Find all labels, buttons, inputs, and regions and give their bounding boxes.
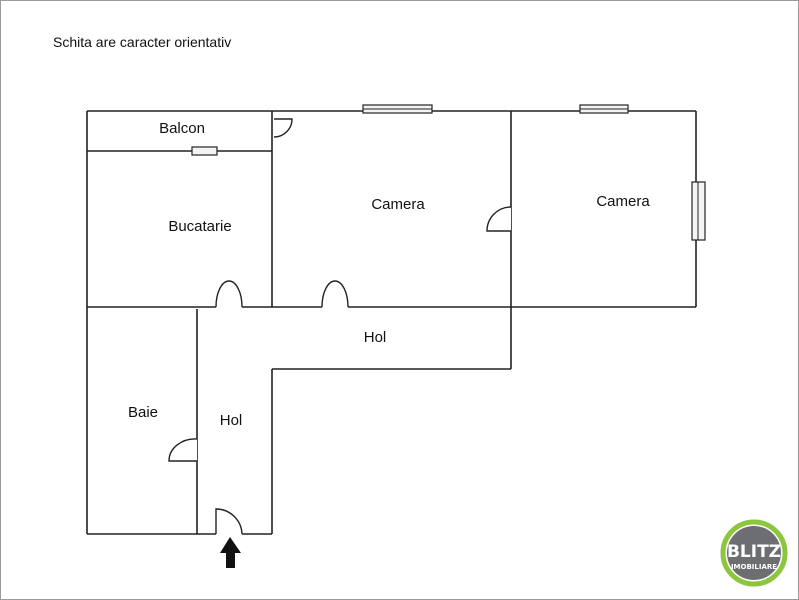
door-bucatarie: [215, 280, 243, 308]
label-hol-main: Hol: [364, 329, 387, 346]
walls: [86, 110, 697, 535]
blitz-logo: BLITZ IMOBILIARE: [720, 519, 788, 587]
door-balcon: [273, 118, 293, 138]
label-balcon: Balcon: [159, 120, 205, 137]
doors: [168, 118, 512, 535]
label-camera-2: Camera: [596, 193, 650, 210]
door-entry: [215, 508, 243, 535]
logo-line2: IMOBILIARE: [731, 563, 777, 571]
label-hol-entry: Hol: [220, 412, 243, 429]
label-camera-1: Camera: [371, 196, 425, 213]
door-camera2: [486, 206, 512, 232]
label-baie: Baie: [128, 404, 158, 421]
entry-arrow-icon: [220, 537, 241, 568]
door-baie: [168, 438, 198, 462]
windows: [191, 104, 706, 241]
logo-line1: BLITZ: [727, 542, 781, 562]
disclaimer-note: Schita are caracter orientativ: [53, 34, 232, 50]
door-camera1: [321, 280, 349, 308]
label-bucatarie: Bucatarie: [168, 218, 231, 235]
room-labels: Balcon Bucatarie Camera Camera Hol Baie …: [128, 120, 650, 429]
window-balcon: [191, 146, 218, 156]
